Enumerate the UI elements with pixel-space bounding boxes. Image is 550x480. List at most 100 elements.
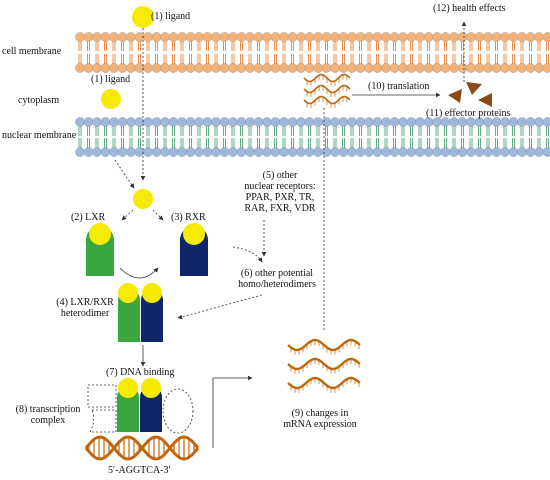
lipid-head	[92, 63, 102, 73]
lipid-head	[313, 32, 323, 42]
lipid-head	[202, 117, 213, 127]
lipid-tail	[257, 126, 260, 148]
lipid-tail	[189, 41, 192, 64]
dna-helix	[84, 435, 200, 461]
mrna-changes-line: mRNA expression	[283, 419, 357, 430]
rxr-to-other-dimers-arrow	[232, 246, 263, 263]
lipid-head	[432, 32, 442, 42]
nuclear-membrane-label: nuclear membrane	[2, 130, 77, 141]
lipid-head	[389, 117, 400, 127]
lipid-head	[228, 147, 238, 157]
lipid-head	[194, 147, 204, 157]
lipid-head	[449, 147, 459, 157]
lipid-tail	[512, 126, 515, 148]
lipid-head	[236, 32, 247, 42]
lipid-tail	[444, 41, 447, 64]
lipid-tail	[155, 126, 158, 148]
ligand-cytoplasm	[101, 89, 121, 109]
lipid-head	[92, 32, 102, 42]
lipid-tail	[308, 41, 311, 64]
lipid-head	[109, 32, 119, 42]
lipid-head	[355, 147, 366, 157]
lipid-tail	[333, 126, 337, 148]
lipid-tail	[486, 126, 490, 148]
lipid-head	[508, 63, 519, 73]
lipid-head	[236, 147, 247, 157]
other-dimers-line: (6) other potential	[240, 268, 314, 279]
lipid-tail	[223, 126, 226, 148]
lipid-head	[109, 147, 119, 157]
lipid-head	[83, 63, 94, 73]
lipid-head	[338, 117, 349, 127]
lipid-head	[372, 63, 383, 73]
cell-membrane	[75, 32, 550, 73]
lipid-head	[245, 32, 255, 42]
lipid-head	[304, 117, 315, 127]
dimers-to-heterodimer-arrow	[177, 294, 263, 320]
lipid-head	[415, 63, 425, 73]
lipid-tail	[95, 41, 99, 64]
lipid-head	[270, 147, 281, 157]
lipid-head	[185, 147, 196, 157]
lipid-tail	[537, 126, 541, 148]
lipid-tail	[546, 126, 549, 148]
lipid-head	[449, 63, 459, 73]
lipid-tail	[197, 41, 201, 64]
lipid-head	[287, 32, 298, 42]
lipid-head	[92, 147, 102, 157]
lipid-head	[534, 117, 544, 127]
cell-membrane-label: cell membrane	[2, 46, 62, 57]
lipid-head	[398, 117, 408, 127]
lipid-tail	[121, 126, 124, 148]
effector-protein	[478, 93, 492, 107]
lipid-tail	[520, 41, 524, 64]
lipid-tail	[435, 41, 439, 64]
lipid-tail	[282, 126, 286, 148]
arrow-to-lxr	[121, 209, 134, 221]
lipid-head	[508, 32, 519, 42]
lipid-head	[330, 32, 340, 42]
lipid-head	[270, 117, 281, 127]
lipid-tail	[129, 126, 133, 148]
lipid-head	[262, 32, 272, 42]
lipid-head	[313, 147, 323, 157]
lipid-head	[211, 147, 221, 157]
lipid-tail	[325, 126, 328, 148]
lipid-head	[330, 63, 340, 73]
lipid-head	[253, 63, 264, 73]
lipid-tail	[418, 126, 422, 148]
lipid-head	[92, 117, 102, 127]
lipid-head	[202, 32, 213, 42]
lipid-head	[389, 32, 400, 42]
lipid-head	[330, 117, 340, 127]
lipid-head	[432, 147, 442, 157]
lipid-head	[126, 147, 136, 157]
cytoplasm-ligand-arrow	[114, 159, 135, 189]
lipid-head	[177, 63, 187, 73]
lipid-head	[262, 147, 272, 157]
lipid-tail	[248, 126, 252, 148]
mrna-strand	[303, 84, 351, 94]
lipid-head	[219, 32, 230, 42]
lipid-tail	[342, 41, 345, 64]
health-effects-label: (12) health effects	[433, 3, 506, 14]
lipid-tail	[486, 41, 490, 64]
lipid-head	[542, 63, 550, 73]
lipid-head	[389, 147, 400, 157]
lipid-head	[457, 63, 468, 73]
lipid-tail	[248, 41, 252, 64]
lipid-tail	[410, 126, 413, 148]
lipid-head	[466, 63, 476, 73]
lipid-tail	[461, 41, 464, 64]
lipid-head	[347, 32, 357, 42]
lipid-tail	[214, 126, 218, 148]
mrna-cytoplasm	[303, 73, 351, 109]
other-receptors-line: RAR, FXR, VDR	[244, 203, 316, 214]
lipid-head	[126, 63, 136, 73]
lipid-tail	[435, 126, 439, 148]
lipid-tail	[274, 41, 277, 64]
lipid-head	[143, 117, 153, 127]
lipid-head	[168, 32, 179, 42]
lipid-head	[440, 32, 451, 42]
lipid-head	[262, 63, 272, 73]
